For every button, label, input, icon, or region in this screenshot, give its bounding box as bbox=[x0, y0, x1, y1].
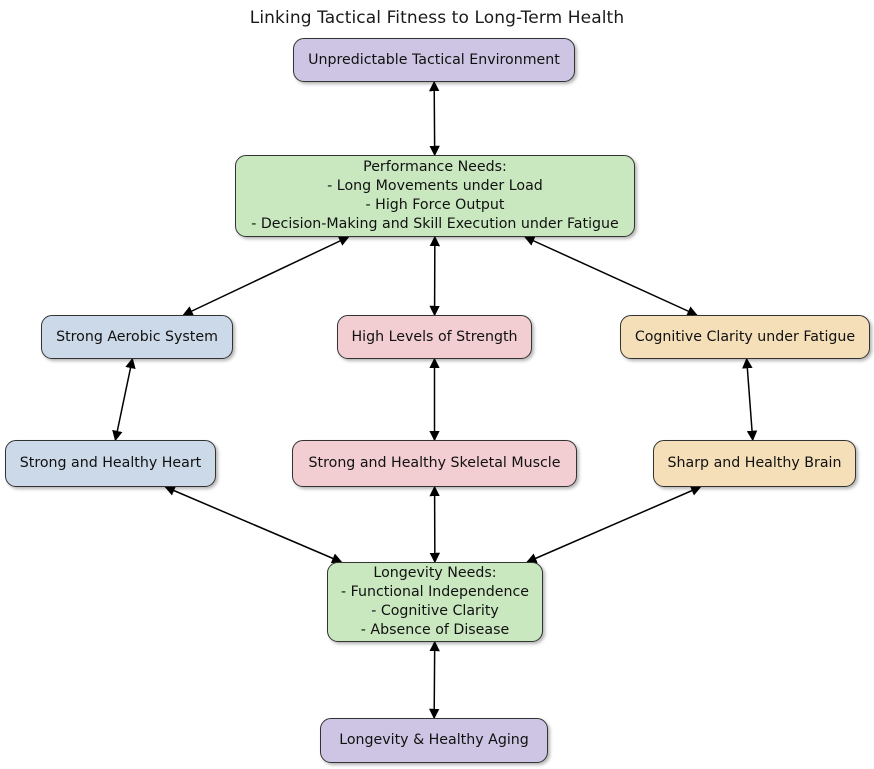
node-skeletal-muscle[interactable]: Strong and Healthy Skeletal Muscle bbox=[292, 440, 577, 487]
edge-tactical-environment-to-performance-needs bbox=[428, 80, 440, 157]
node-longevity-aging[interactable]: Longevity & Healthy Aging bbox=[320, 718, 548, 763]
edge-healthy-brain-to-longevity-needs bbox=[526, 485, 702, 564]
edge-performance-needs-to-cognitive-clarity-fatigue bbox=[523, 236, 698, 316]
node-aerobic-system[interactable]: Strong Aerobic System bbox=[41, 315, 233, 359]
edge-healthy-heart-to-longevity-needs bbox=[164, 485, 343, 564]
node-performance-needs[interactable]: Performance Needs: - Long Movements unde… bbox=[235, 155, 635, 237]
diagram-title: Linking Tactical Fitness to Long-Term He… bbox=[249, 8, 625, 28]
node-cognitive-clarity-fatigue[interactable]: Cognitive Clarity under Fatigue bbox=[620, 315, 870, 359]
node-healthy-brain[interactable]: Sharp and Healthy Brain bbox=[653, 440, 856, 487]
edge-performance-needs-to-aerobic-system bbox=[182, 236, 350, 316]
edge-aerobic-system-to-healthy-heart bbox=[112, 357, 136, 442]
edge-cognitive-clarity-fatigue-to-healthy-brain bbox=[742, 357, 758, 442]
edge-longevity-needs-to-longevity-aging bbox=[428, 640, 440, 720]
node-tactical-environment[interactable]: Unpredictable Tactical Environment bbox=[293, 38, 575, 82]
node-healthy-heart[interactable]: Strong and Healthy Heart bbox=[5, 440, 216, 487]
node-strength-levels[interactable]: High Levels of Strength bbox=[337, 315, 532, 359]
node-longevity-needs[interactable]: Longevity Needs: - Functional Independen… bbox=[327, 562, 543, 642]
